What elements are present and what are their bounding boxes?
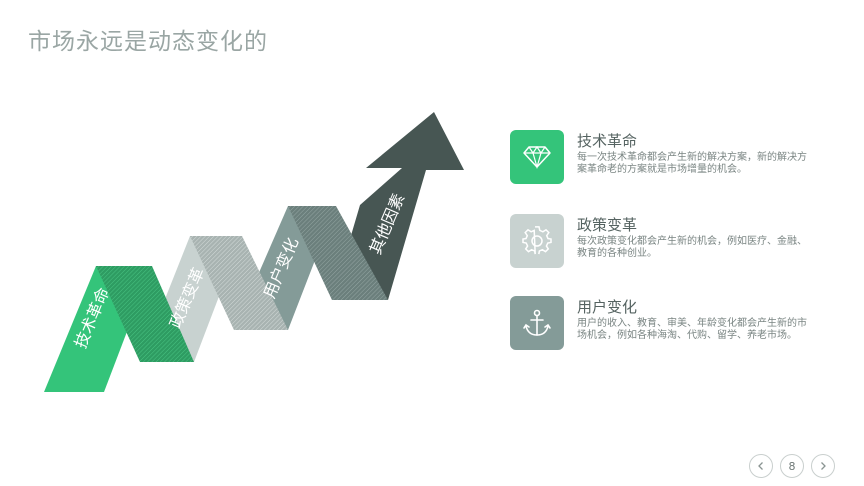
chevron-left-icon <box>758 462 763 470</box>
item-title: 技术革命 <box>577 132 638 150</box>
anchor-icon <box>523 309 551 336</box>
diamond-icon <box>523 145 551 169</box>
page-title: 市场永远是动态变化的 <box>28 29 268 55</box>
ribbon-segment-4 <box>332 112 464 300</box>
item-icon-box <box>510 296 564 350</box>
item-description: 每次政策变化都会产生新的机会，例如医疗、金融、教育的各种创业。 <box>577 236 807 259</box>
item-title: 用户变化 <box>577 298 638 316</box>
item-icon-box <box>510 214 564 268</box>
ribbon-fold-2 <box>190 236 288 330</box>
prev-button[interactable] <box>749 454 773 478</box>
item-description: 每一次技术革命都会产生新的解决方案，新的解决方案革命老的方案就是市场增量的机会。 <box>577 152 807 175</box>
page-number-badge: 8 <box>780 454 804 478</box>
ribbon-fold-1 <box>96 266 194 362</box>
next-button[interactable] <box>811 454 835 478</box>
item-description: 用户的收入、教育、审美、年龄变化都会产生新的市场机会，例如各种海淘、代购、留学、… <box>577 318 807 341</box>
chevron-right-icon <box>821 462 826 470</box>
item-icon-box <box>510 130 564 184</box>
ribbon-fold-3 <box>288 206 388 300</box>
page-number: 8 <box>788 459 796 473</box>
gear-icon <box>522 226 552 255</box>
item-title: 政策变革 <box>577 216 638 234</box>
